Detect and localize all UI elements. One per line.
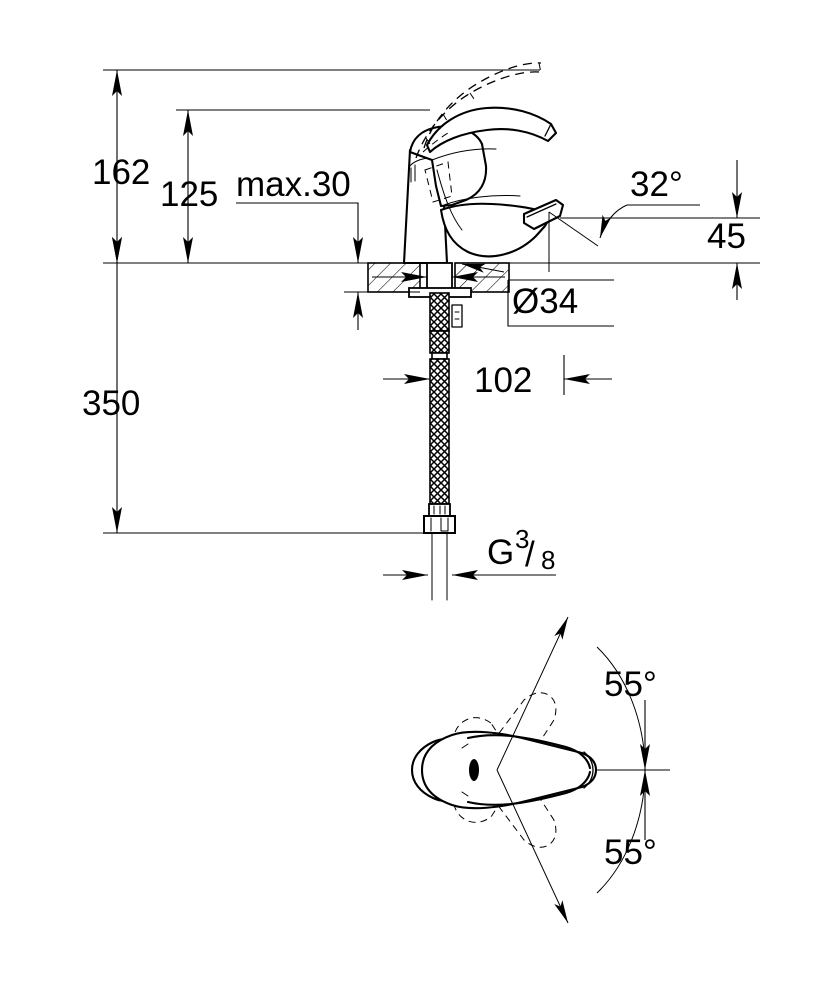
lever-ghost-lower-edge [415, 71, 540, 159]
cartridge-ghost-outline [424, 161, 453, 203]
hose-tail [431, 532, 448, 601]
column-seam [410, 164, 416, 183]
dim-leader-32deg [599, 204, 628, 239]
threaded-rod [429, 292, 450, 332]
lever-indicator-slot [469, 759, 479, 781]
dim-label-d34: Ø34 [512, 282, 578, 321]
hose-ferrule-ribs [433, 505, 446, 515]
dim-leader-d34-box [507, 280, 614, 327]
lever-ghost-up [453, 692, 557, 823]
dim-leader-max30 [236, 202, 363, 263]
lever-ghost-ribs [425, 62, 542, 148]
dimension-annotations: 162 125 max.30 350 45 [82, 69, 760, 580]
flexible-hose [423, 330, 456, 601]
faucet-body [402, 62, 565, 265]
hose-nut-facets [430, 517, 449, 532]
lever-ghost-hinge [422, 132, 449, 153]
hose-ferrule-top [431, 352, 448, 360]
body-contour-b [443, 195, 521, 206]
swivel-ray-lower [496, 769, 569, 924]
dim-label-350: 350 [82, 384, 140, 423]
spout-outlet-edge [526, 203, 557, 218]
dim-label-162: 162 [92, 153, 150, 192]
lever-ghost-down [453, 717, 557, 848]
lever-shade-top [466, 734, 592, 770]
lever-top-view: 55° 55° [410, 616, 670, 924]
lever-detail-notch [461, 743, 469, 797]
side-elevation-view [367, 62, 565, 601]
dim-label-125: 125 [160, 175, 218, 214]
body-contour-a [436, 169, 463, 231]
dim-label-thread-g: G [487, 533, 514, 572]
spout-outlet-nose [522, 198, 565, 231]
lever-ghost-down-outline [453, 717, 557, 848]
hose-braid [429, 358, 450, 505]
dim-label-thread-slash: / [525, 535, 535, 574]
hose-clip-ribs [454, 311, 460, 320]
hose-nut [423, 515, 456, 534]
hose-clip [451, 304, 463, 328]
dim-label-thread-denominator: 8 [541, 545, 555, 575]
dim-label-max30: max.30 [236, 165, 351, 204]
lever-tip-cap [583, 751, 594, 789]
dim-label-102: 102 [474, 361, 532, 400]
lever-body [420, 730, 598, 810]
angle-construction-line [548, 211, 599, 247]
dim-label-45: 45 [707, 217, 746, 256]
mounting-assembly [408, 262, 472, 332]
dim-label-thread-numerator: 3 [515, 524, 529, 554]
dim-label-swivel-lower: 55° [604, 833, 657, 872]
lever-ghost-up-outline [453, 692, 557, 823]
dim-leader-d34-arrow [461, 263, 505, 273]
hose-upper-braid [429, 330, 450, 354]
lever-shade-bottom [466, 770, 592, 806]
lever-tip-edge [544, 123, 557, 142]
body-contour-c [431, 148, 497, 161]
swivel-ray-upper [496, 616, 569, 771]
dim-label-32deg: 32° [630, 165, 683, 204]
column-shoulder [409, 157, 429, 167]
dim-label-swivel-upper: 55° [604, 665, 657, 704]
